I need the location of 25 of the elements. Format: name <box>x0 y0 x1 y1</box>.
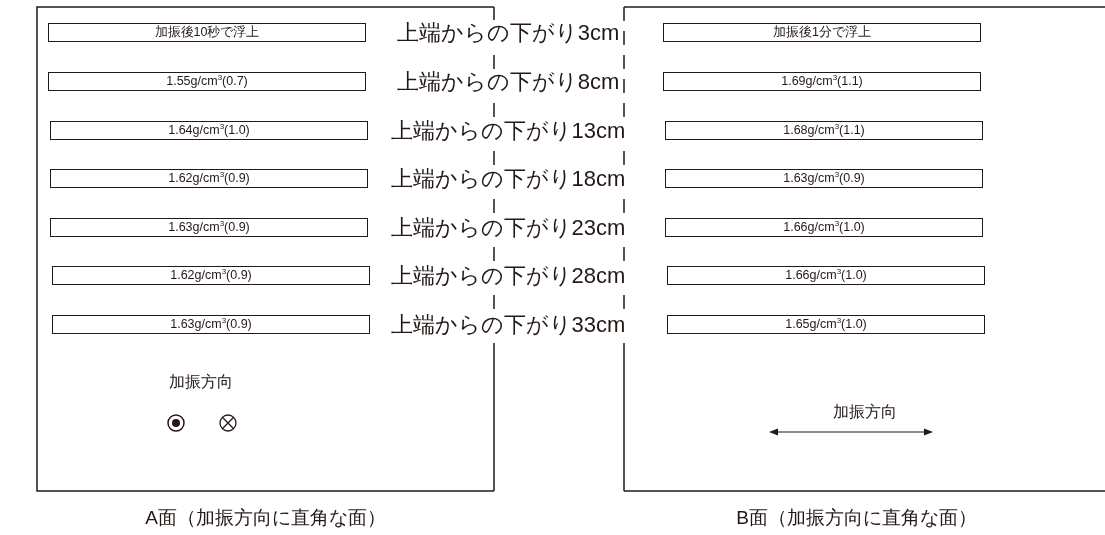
sample-box: 1.63g/cm$^{3}$(0.9) <box>665 169 983 188</box>
sample-box: 1.62g/cm$^{3}$(0.9) <box>52 266 370 285</box>
depth-label: 上端からの下がり28cm <box>389 263 627 289</box>
depth-label: 上端からの下がり18cm <box>389 166 627 192</box>
sample-box: 加振後10秒で浮上 <box>48 23 366 42</box>
depth-label: 上端からの下がり8cm <box>395 69 621 95</box>
sample-box: 1.68g/cm$^{3}$(1.1) <box>665 121 983 140</box>
sample-box: 1.63g/cm$^{3}$(0.9) <box>50 218 368 237</box>
sample-box: 1.69g/cm$^{3}$(1.1) <box>663 72 981 91</box>
depth-label: 上端からの下がり23cm <box>389 215 627 241</box>
sample-box: 加振後1分で浮上 <box>663 23 981 42</box>
sample-box: 1.66g/cm$^{3}$(1.0) <box>665 218 983 237</box>
depth-label: 上端からの下がり13cm <box>389 118 627 144</box>
direction-label: 加振方向 <box>833 402 897 422</box>
direction-label: 加振方向 <box>169 372 233 392</box>
sample-box: 1.55g/cm$^{3}$(0.7) <box>48 72 366 91</box>
panel-caption: A面（加振方向に直角な面） <box>144 506 387 530</box>
sample-box: 1.62g/cm$^{3}$(0.9) <box>50 169 368 188</box>
depth-label: 上端からの下がり33cm <box>389 312 627 338</box>
sample-box: 1.63g/cm$^{3}$(0.9) <box>52 315 370 334</box>
sample-box: 1.65g/cm$^{3}$(1.0) <box>667 315 985 334</box>
depth-label: 上端からの下がり3cm <box>395 20 621 46</box>
sample-box: 1.66g/cm$^{3}$(1.0) <box>667 266 985 285</box>
panel-caption: B面（加振方向に直角な面） <box>735 506 978 530</box>
sample-box: 1.64g/cm$^{3}$(1.0) <box>50 121 368 140</box>
